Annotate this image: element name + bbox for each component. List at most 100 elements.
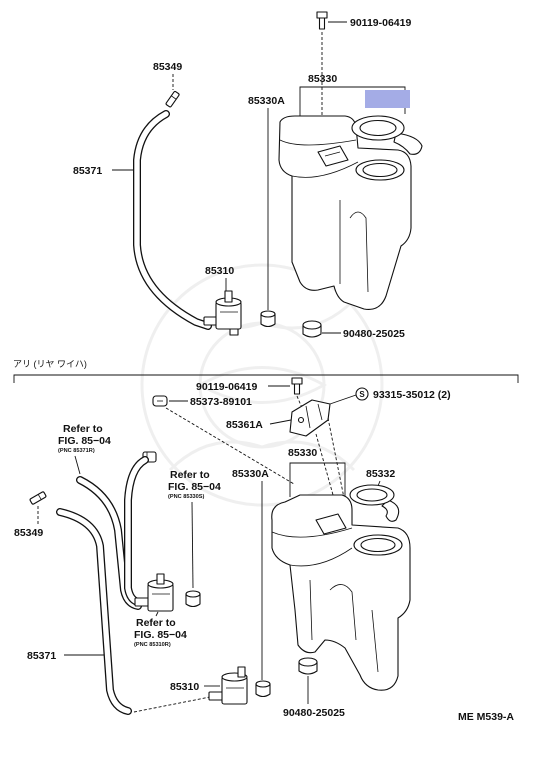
reference-pump: Refer to FIG. 85−04 (PNC 85310R): [134, 611, 187, 648]
bottom-bracket-leader: [269, 419, 292, 425]
ref-pump: [134, 573, 174, 612]
bottom-bolt-label: 90119-06419: [196, 381, 257, 393]
filler-neck-inner: [360, 537, 396, 553]
bracket-hole: [297, 416, 305, 424]
bottom-tank: [271, 494, 411, 691]
grommet-top: [298, 657, 318, 667]
pump-inlet: [229, 328, 239, 336]
bottom-nozzle-label: 85349: [14, 527, 43, 539]
ref-leader: [155, 611, 159, 617]
top-pump-grommet: [260, 310, 276, 328]
divider-line: [13, 374, 519, 383]
divider-label: アリ (リヤ ワイハ): [13, 359, 87, 369]
bottom-clip: [152, 395, 168, 407]
screw-symbol-circle: [355, 387, 369, 401]
top-assembly: 90119-06419 85349 85371 85310 85330 8533: [73, 11, 423, 340]
bottom-clip-label: 85373-89101: [190, 396, 252, 408]
cap-inner: [356, 488, 388, 502]
tank-edge: [289, 547, 353, 567]
nozzle-body: [29, 491, 47, 505]
ref-line2: FIG. 85−04: [58, 435, 111, 447]
bottom-grommet-label: 90480-25025: [283, 707, 345, 719]
bottom-bracket-label: 85361A: [226, 419, 263, 431]
ref-line3: (PNC 85371R): [58, 448, 95, 454]
cap-inner: [359, 119, 397, 137]
bottom-tank-label: 85330: [288, 447, 317, 459]
tank-clip-slot: [324, 151, 341, 157]
top-hose-outline: [133, 110, 212, 330]
bottom-nozzle: [29, 491, 47, 505]
section-divider: アリ (リヤ ワイハ): [13, 359, 519, 383]
top-pump-label: 85310: [205, 265, 234, 277]
grommet-top: [185, 590, 201, 598]
top-highlight-box: [365, 90, 410, 108]
ref-line2: FIG. 85−04: [134, 629, 187, 641]
top-hose-bore: [134, 111, 211, 329]
tank-rib: [309, 579, 379, 673]
top-grommet-label: 90480-25025: [343, 328, 405, 340]
reference-hose: Refer to FIG. 85−04 (PNC 85371R): [58, 423, 111, 475]
grommet-top: [260, 310, 276, 318]
bottom-pump: [208, 666, 248, 705]
bottom-hose-label: 85371: [27, 650, 56, 662]
bottom-tank-sub-label: 85330A: [232, 468, 269, 480]
pump-outlet: [237, 666, 246, 678]
bolt-head: [316, 11, 328, 19]
nozzle-ring: [37, 494, 42, 500]
nozzle-ring: [171, 95, 177, 100]
bottom-pump-label: 85310: [170, 681, 199, 693]
bottom-tank-bracket: [289, 462, 346, 500]
bracket-plate: [289, 399, 331, 437]
grommet-top: [302, 320, 322, 330]
ref-line1: Refer to: [170, 469, 210, 481]
tank-shoulder: [271, 527, 353, 538]
pump-outlet: [156, 573, 165, 585]
bottom-bracket-dashed-path: [315, 417, 351, 529]
tank-clip: [315, 513, 347, 535]
filler-neck-inner: [362, 162, 398, 178]
top-pump: [203, 290, 242, 336]
top-tank: [278, 115, 423, 311]
ref-line3: (PNC 85330S): [168, 494, 205, 500]
bracket-flange: [305, 403, 323, 429]
nozzle-body: [165, 90, 180, 108]
top-hose-label: 85371: [73, 165, 102, 177]
tank-rib: [339, 200, 369, 293]
top-grommet: [302, 320, 322, 338]
bottom-grommet: [298, 657, 318, 675]
ref-line2: FIG. 85−04: [168, 481, 221, 493]
tank-body: [278, 115, 412, 311]
bottom-assembly: 90119-06419 85373-89101 S 93315-35012 (2…: [14, 377, 451, 719]
bottom-screw-label: 93315-35012 (2): [373, 389, 451, 401]
ref-leader: [74, 455, 81, 475]
top-nozzle: [165, 90, 180, 108]
bolt-shaft: [293, 383, 301, 395]
reference-grommet: Refer to FIG. 85−04 (PNC 85330S): [168, 469, 221, 589]
ref-line1: Refer to: [136, 617, 176, 629]
tank-edge: [291, 161, 359, 178]
cap-strap: [381, 499, 400, 522]
ref-leader: [191, 501, 194, 589]
bolt-shaft: [318, 17, 326, 30]
ref-grommet: [185, 590, 201, 608]
grommet-top: [255, 680, 271, 688]
bottom-pump-grommet: [255, 680, 271, 698]
pump-outlet: [224, 290, 233, 303]
bottom-bolt: [291, 377, 303, 395]
bolt-head: [291, 377, 303, 385]
bottom-bracket: [289, 399, 331, 437]
bottom-cap: [349, 484, 400, 522]
tank-shoulder: [279, 139, 357, 146]
bottom-cap-label: 85332: [366, 468, 395, 480]
bottom-hose-dashed-path: [133, 696, 211, 713]
top-nozzle-label: 85349: [153, 61, 182, 73]
tank-clip: [317, 145, 349, 167]
ref-line1: Refer to: [63, 423, 103, 435]
top-tank-label: 85330: [308, 73, 337, 85]
ref-line3: (PNC 85310R): [134, 642, 171, 648]
screw-symbol: S: [359, 390, 365, 399]
cap-strap: [393, 132, 423, 155]
bottom-hose-bore: [57, 509, 131, 714]
ref-hose-b-bore: [125, 457, 148, 605]
